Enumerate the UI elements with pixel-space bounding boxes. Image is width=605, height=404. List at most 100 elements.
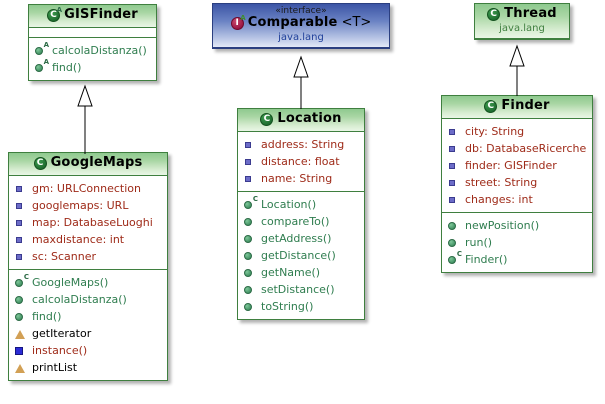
- constructor-icon: C: [15, 273, 29, 288]
- member-row[interactable]: A find(): [35, 57, 152, 76]
- attributes-compartment-finder: city: String db: DatabaseRicerche finder…: [442, 119, 592, 212]
- field-label: gm: URLConnection: [32, 181, 141, 195]
- member-row[interactable]: toString(): [244, 298, 360, 315]
- method-label: setDistance(): [261, 282, 335, 296]
- field-label: changes: int: [465, 192, 533, 206]
- class-box-thread[interactable]: C Thread java.lang: [474, 3, 570, 41]
- member-row[interactable]: getAddress(): [244, 230, 360, 247]
- class-box-location[interactable]: C Location address: String distance: flo…: [237, 108, 365, 320]
- method-label: getAddress(): [261, 231, 332, 245]
- member-row[interactable]: city: String: [448, 123, 588, 140]
- member-row[interactable]: find(): [15, 308, 163, 325]
- member-row[interactable]: run(): [448, 234, 588, 251]
- member-row[interactable]: googlemaps: URL: [15, 197, 163, 214]
- method-icon: [448, 237, 459, 248]
- field-icon: [448, 177, 459, 188]
- method-label: getName(): [261, 265, 321, 279]
- constructor-badge: C: [456, 249, 462, 258]
- class-header-finder: C Finder: [442, 96, 592, 119]
- member-row[interactable]: C Location(): [244, 194, 360, 213]
- method-label: Finder(): [465, 252, 508, 266]
- inner-type-label: printList: [32, 360, 78, 374]
- member-row[interactable]: calcolaDistanza(): [15, 291, 163, 308]
- class-header-location: C Location: [238, 109, 364, 132]
- member-row[interactable]: street: String: [448, 174, 588, 191]
- member-row[interactable]: map: DatabaseLuoghi: [15, 214, 163, 231]
- member-row[interactable]: printList: [15, 359, 163, 376]
- field-label: distance: float: [261, 154, 340, 168]
- field-icon: [244, 139, 255, 150]
- field-label: db: DatabaseRicerche: [465, 141, 587, 155]
- member-row[interactable]: changes: int: [448, 191, 588, 208]
- method-icon: [244, 267, 255, 278]
- method-icon: [244, 301, 255, 312]
- class-box-finder[interactable]: C Finder city: String db: DatabaseRicerc…: [441, 95, 593, 273]
- field-label: address: String: [261, 137, 345, 151]
- inner-type-label: getIterator: [32, 326, 92, 340]
- generalization-finder-to-thread: [509, 44, 525, 96]
- interface-name-comparable: Comparable: [247, 15, 338, 31]
- member-row[interactable]: db: DatabaseRicerche: [448, 140, 588, 157]
- field-icon: [448, 194, 459, 205]
- field-label: name: String: [261, 171, 333, 185]
- field-label: maxdistance: int: [32, 232, 125, 246]
- class-name-finder: Finder: [501, 98, 550, 113]
- method-abstract-icon: A: [35, 40, 49, 56]
- abstract-badge: A: [43, 57, 49, 66]
- member-row[interactable]: finder: GISFinder: [448, 157, 588, 174]
- method-label: getDistance(): [261, 248, 336, 262]
- field-icon: [244, 173, 255, 184]
- method-icon: [15, 311, 26, 322]
- field-icon: [448, 160, 459, 171]
- package-label: java.lang: [278, 32, 324, 44]
- member-row[interactable]: distance: float: [244, 153, 360, 170]
- member-row[interactable]: sc: Scanner: [15, 248, 163, 265]
- field-label: sc: Scanner: [32, 249, 96, 263]
- generalization-googlemaps-to-gisfinder: [77, 84, 93, 154]
- member-row[interactable]: C Finder(): [448, 249, 588, 268]
- method-icon: [448, 220, 459, 231]
- field-icon: [15, 234, 26, 245]
- method-label: find(): [32, 309, 62, 323]
- member-row[interactable]: A calcolaDistanza(): [35, 40, 152, 59]
- method-icon: [244, 250, 255, 261]
- member-row[interactable]: name: String: [244, 170, 360, 187]
- member-row[interactable]: C GoogleMaps(): [15, 273, 163, 291]
- member-row[interactable]: getIterator: [15, 325, 163, 342]
- field-label: city: String: [465, 124, 525, 138]
- method-icon: [244, 284, 255, 295]
- stereotype-label: «interface»: [275, 6, 327, 16]
- class-icon: C: [33, 156, 47, 170]
- member-row[interactable]: instance(): [15, 342, 163, 359]
- member-row[interactable]: maxdistance: int: [15, 231, 163, 248]
- field-label: street: String: [465, 175, 538, 189]
- class-box-googlemaps[interactable]: C GoogleMaps gm: URLConnection googlemap…: [8, 152, 168, 381]
- member-row[interactable]: getName(): [244, 264, 360, 281]
- field-icon: [448, 143, 459, 154]
- abstract-badge: A: [43, 40, 49, 49]
- member-row[interactable]: getDistance(): [244, 247, 360, 264]
- methods-compartment-googlemaps: C GoogleMaps() calcolaDistanza() find() …: [9, 268, 167, 380]
- field-icon: [15, 251, 26, 262]
- method-label: calcolaDistanza(): [32, 292, 127, 306]
- method-label: run(): [465, 235, 493, 249]
- methods-compartment-location: C Location() compareTo() getAddress() ge…: [238, 190, 364, 319]
- constructor-badge: C: [252, 194, 258, 203]
- realization-location-to-comparable: [293, 55, 309, 109]
- member-row[interactable]: newPosition(): [448, 217, 588, 234]
- member-row[interactable]: address: String: [244, 136, 360, 153]
- class-header-googlemaps: C GoogleMaps: [9, 153, 167, 176]
- class-icon: C: [487, 7, 501, 21]
- member-row[interactable]: gm: URLConnection: [15, 180, 163, 197]
- attributes-compartment-gisfinder: [29, 28, 156, 37]
- member-row[interactable]: compareTo(): [244, 213, 360, 230]
- generic-parameter: <T>: [341, 15, 372, 31]
- class-header-thread: C Thread java.lang: [475, 4, 569, 40]
- method-label: toString(): [261, 299, 314, 313]
- attributes-compartment-location: address: String distance: float name: St…: [238, 132, 364, 191]
- static-member-label: instance(): [32, 343, 88, 357]
- member-row[interactable]: setDistance(): [244, 281, 360, 298]
